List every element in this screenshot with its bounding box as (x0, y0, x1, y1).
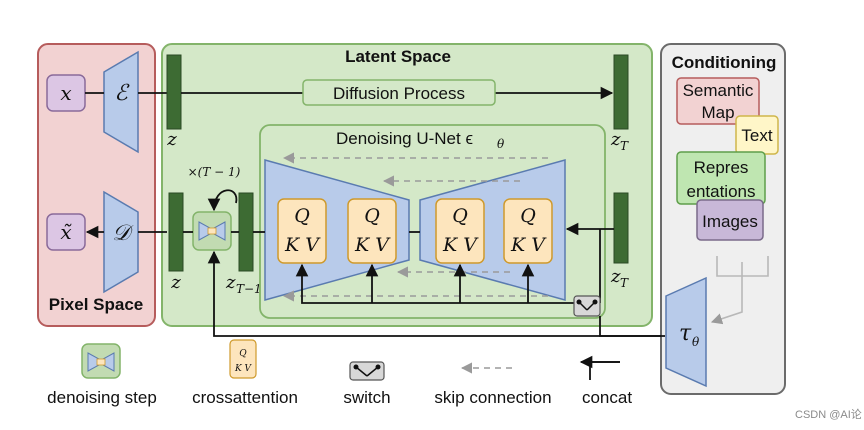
images-label: Images (702, 212, 758, 231)
x-tilde-symbol: x̃ (60, 220, 72, 244)
watermark: CSDN @AI论 (795, 407, 862, 421)
latent-z-bottom-bar (168, 192, 184, 272)
legend-mini-q: Q (239, 349, 247, 359)
t-bottom-subscript: T (620, 276, 629, 290)
legend-skip-connection-label: skip connection (434, 388, 551, 407)
cond-semantic-map: Semantic Map (676, 77, 760, 125)
z-bottom-label: z (170, 272, 181, 293)
diffusion-process-label: Diffusion Process (333, 84, 465, 103)
attn-kv-label: K V (510, 234, 547, 256)
semantic-line-2: Map (701, 103, 734, 122)
attn-kv-label: K V (442, 234, 479, 256)
attn-q-label: Q (520, 205, 536, 227)
encoder-block: ℰ (103, 50, 139, 154)
legend-denoising-step-label: denoising step (47, 388, 157, 407)
cross-attention-block-1: Q K V (277, 198, 327, 264)
attn-q-label: Q (294, 205, 310, 227)
decoder-block: 𝒟 (103, 190, 139, 294)
legend-mini-kv: K V (234, 364, 253, 374)
legend-crossattention-label: crossattention (192, 388, 298, 407)
legend-skip-connection: skip connection (434, 362, 552, 407)
attn-q-label: Q (364, 205, 380, 227)
latent-space-label: Latent Space (345, 47, 451, 66)
t-minus-1-subscript: T−1 (236, 282, 262, 296)
z-t-minus-1-label: z (225, 272, 236, 293)
cond-images: Images (696, 199, 764, 241)
semantic-line-1: Semantic (683, 81, 754, 100)
latent-z-top-bar (166, 54, 182, 130)
cross-attention-block-2: Q K V (347, 198, 397, 264)
latent-z-t-minus-1-bar (238, 192, 254, 272)
repr-line-1: Repres (694, 158, 749, 177)
latent-z-t-bottom-bar (613, 192, 629, 264)
pixel-space-label: Pixel Space (49, 295, 144, 314)
cond-text: Text (735, 115, 779, 155)
diffusion-process-box: Diffusion Process (302, 79, 496, 106)
legend-crossattention: Q K V crossattention (192, 339, 298, 407)
input-x-box: x (46, 74, 86, 112)
cross-attention-block-3: Q K V (435, 198, 485, 264)
repr-line-2: entations (687, 182, 756, 201)
cross-attention-block-4: Q K V (503, 198, 553, 264)
legend-switch-label: switch (343, 388, 390, 407)
output-x-tilde-box: x̃ (46, 213, 86, 251)
repeat-count-label: ×(T − 1) (188, 165, 241, 179)
decoder-symbol: 𝒟 (112, 221, 134, 246)
unet-theta-subscript: θ (497, 137, 505, 151)
t-top-subscript: T (620, 139, 629, 153)
x-symbol: x (60, 81, 71, 105)
cond-arrow-block-1 (295, 263, 580, 304)
denoising-step-block (192, 211, 232, 251)
tau-symbol: τ (679, 321, 692, 346)
legend-denoising-step: denoising step (47, 343, 157, 407)
cond-representations: Repres entations (676, 151, 766, 205)
attn-kv-label: K V (354, 234, 391, 256)
attn-kv-label: K V (284, 234, 321, 256)
unet-title: Denoising U-Net ϵ (336, 129, 473, 148)
switch-icon (573, 295, 601, 317)
text-label: Text (741, 126, 772, 145)
conditioning-label: Conditioning (672, 53, 777, 72)
tau-subscript: θ (692, 335, 700, 349)
z-t-bottom-label: z (610, 266, 621, 287)
z-top-label: z (166, 129, 177, 150)
cond-merge-arrows (710, 256, 769, 325)
legend-switch: switch (343, 361, 391, 407)
z-t-top-label: z (610, 129, 621, 150)
tau-encoder-block: τ θ (665, 276, 707, 388)
legend-concat: concat (579, 355, 632, 407)
attn-q-label: Q (452, 205, 468, 227)
latent-z-t-top-bar (613, 54, 629, 130)
encoder-symbol: ℰ (114, 81, 130, 106)
repeat-loop-arrow (207, 189, 238, 212)
tau-to-step-arrow (207, 250, 665, 337)
legend-concat-label: concat (582, 388, 632, 407)
